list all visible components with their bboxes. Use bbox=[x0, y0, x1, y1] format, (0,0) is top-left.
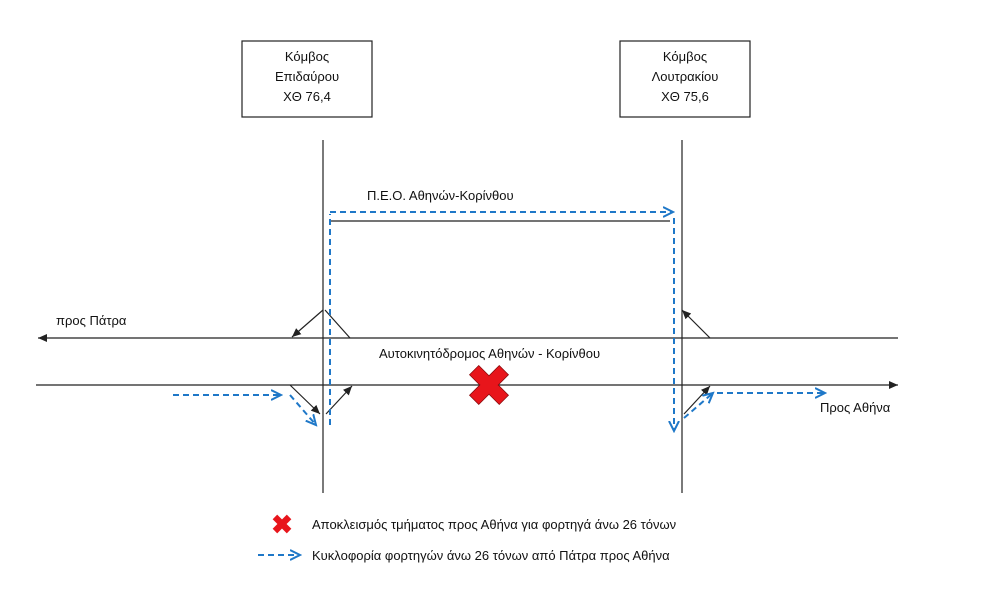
detour-route bbox=[173, 212, 825, 431]
ramp-epidavros-lower-left bbox=[289, 384, 321, 415]
legend-closure-x-icon bbox=[272, 514, 292, 534]
ramps-loutraki bbox=[681, 309, 711, 415]
node-epidavros-line3: ΧΘ 76,4 bbox=[283, 89, 331, 104]
node-box-epidavros: Κόμβος Επιδαύρου ΧΘ 76,4 bbox=[241, 40, 373, 118]
ramp-epidavros-upper-right bbox=[324, 309, 351, 339]
peo-label: Π.Ε.Ο. Αθηνών-Κορίνθου bbox=[367, 188, 514, 203]
node-loutraki-line1: Κόμβος bbox=[663, 49, 707, 64]
node-loutraki-line3: ΧΘ 75,6 bbox=[661, 89, 709, 104]
legend-closure-label: Αποκλεισμός τμήματος προς Αθήνα για φορτ… bbox=[312, 517, 676, 532]
ramp-loutraki-lower bbox=[683, 385, 711, 415]
ramp-epidavros-upper-left bbox=[291, 309, 324, 338]
ramp-loutraki-upper bbox=[681, 309, 711, 339]
detour-entry-ramp bbox=[683, 393, 713, 419]
node-loutraki-line2: Λουτρακίου bbox=[652, 69, 719, 84]
detour-exit-ramp bbox=[289, 394, 316, 425]
node-epidavros-line2: Επιδαύρου bbox=[275, 69, 339, 84]
to-patra-label: προς Πάτρα bbox=[56, 313, 127, 328]
ramps-epidavros bbox=[289, 309, 353, 415]
node-epidavros-line1: Κόμβος bbox=[285, 49, 329, 64]
to-athens-label: Προς Αθήνα bbox=[820, 400, 891, 415]
legend: Αποκλεισμός τμήματος προς Αθήνα για φορτ… bbox=[258, 514, 676, 563]
motorway-label: Αυτοκινητόδρομος Αθηνών - Κορίνθου bbox=[379, 346, 600, 361]
closure-x-icon bbox=[468, 364, 510, 406]
legend-detour-label: Κυκλοφορία φορτηγών άνω 26 τόνων από Πάτ… bbox=[312, 548, 670, 563]
node-box-loutraki: Κόμβος Λουτρακίου ΧΘ 75,6 bbox=[619, 40, 751, 118]
